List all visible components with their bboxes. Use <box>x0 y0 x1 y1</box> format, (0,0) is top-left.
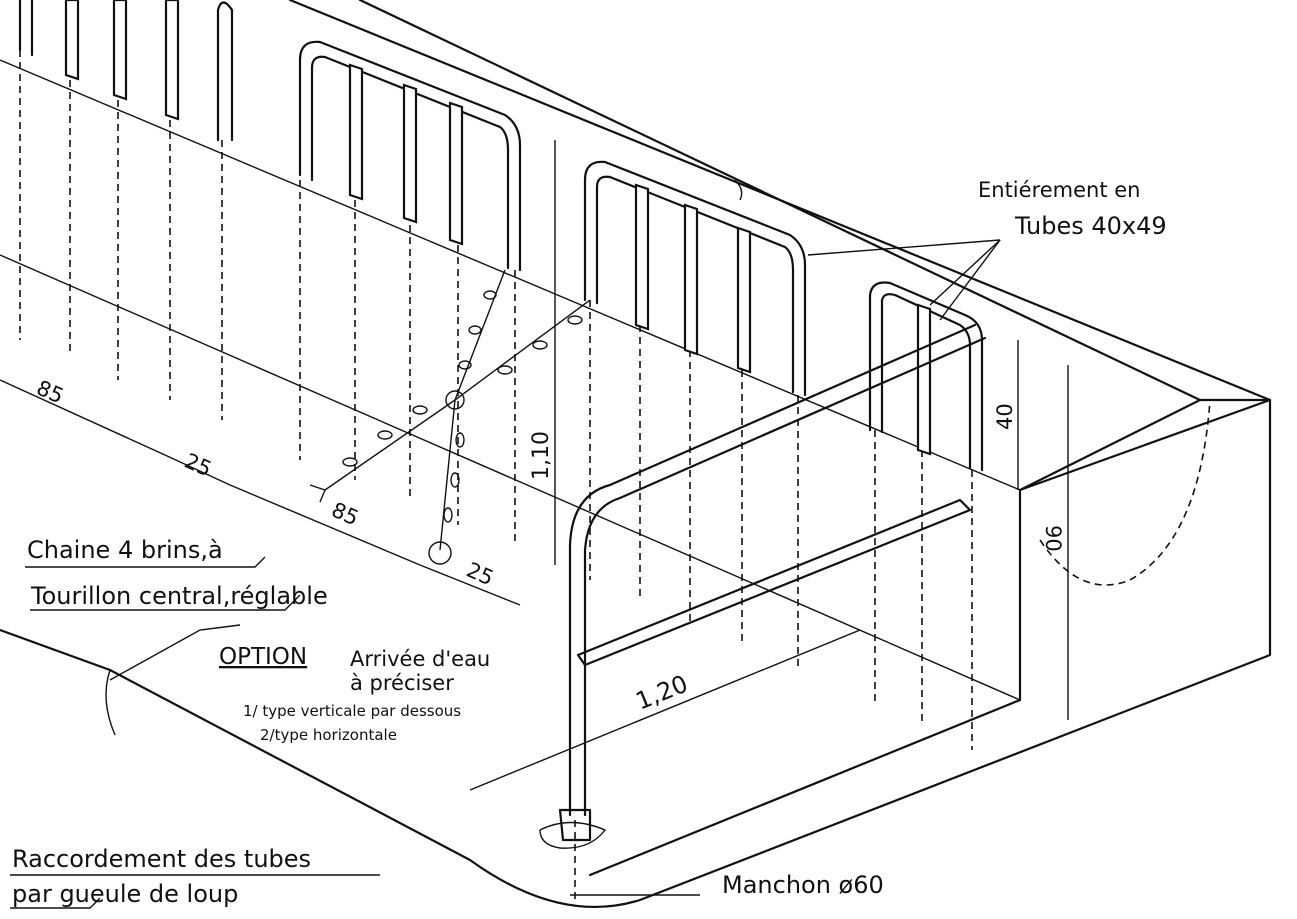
tube-frames <box>18 0 987 849</box>
dim-85-center: 85 <box>328 498 362 531</box>
chain <box>309 269 591 565</box>
label-chain-line1: Chaine 4 brins,à <box>27 536 223 564</box>
dimension-lines <box>0 140 1069 791</box>
dim-40-height: 40 <box>993 403 1017 430</box>
label-tubes-line1: Entiérement en <box>978 178 1140 202</box>
trough-outline <box>0 0 1272 909</box>
label-option-line2: à préciser <box>350 671 454 695</box>
label-joint-line2: par gueule de loup <box>12 880 238 908</box>
dim-85-left: 85 <box>33 376 67 409</box>
dim-110-height: 1,10 <box>529 431 554 480</box>
buried-posts <box>19 50 1211 900</box>
label-sleeve: Manchon ø60 <box>722 871 884 899</box>
dim-90-height: 90 <box>1041 525 1065 552</box>
leader-lines <box>10 556 700 909</box>
dim-120-width: 1,20 <box>632 670 692 716</box>
label-option-item1: 1/ type verticale par dessous <box>243 702 461 720</box>
dim-25-center: 25 <box>463 558 497 591</box>
label-tubes-line2: Tubes 40x49 <box>1014 212 1167 240</box>
label-joint-line1: Raccordement des tubes <box>12 845 311 873</box>
label-option-line1: Arrivée d'eau <box>350 647 490 671</box>
label-chain-line2: Tourillon central,réglable <box>30 582 328 610</box>
label-option-item2: 2/type horizontale <box>260 726 397 744</box>
label-option: OPTION <box>219 644 307 670</box>
